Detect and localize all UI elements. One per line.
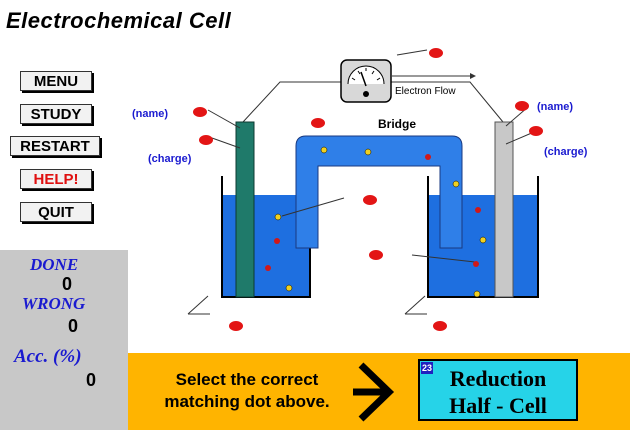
answer-dots[interactable] (193, 48, 543, 331)
electrochemical-cell-diagram: Electron Flow Bridge (name) (charge) (na… (132, 48, 588, 331)
left-name-label: (name) (132, 108, 168, 120)
done-label: DONE (30, 255, 79, 274)
stats-panel: DONE 0 WRONG 0 Acc. (%) 0 (0, 250, 128, 430)
quit-button[interactable]: QUIT (20, 202, 92, 222)
page-title: Electrochemical Cell (6, 8, 232, 33)
salt-bridge (295, 135, 463, 249)
menu-button[interactable]: MENU (20, 71, 92, 91)
answer-line-1: Reduction (449, 366, 547, 391)
dot-right-name[interactable] (515, 101, 529, 111)
prompt-line-2: matching dot above. (164, 392, 330, 411)
left-charge-label: (charge) (148, 153, 192, 165)
dot-left-charge[interactable] (199, 135, 213, 145)
dot-right-solution[interactable] (369, 250, 383, 260)
bottom-bar: Select the correct matching dot above. 2… (128, 353, 630, 430)
dot-left-solution[interactable] (363, 195, 377, 205)
galvanometer-needle (360, 71, 367, 87)
right-arrow-icon (353, 362, 395, 422)
dot-electron-flow[interactable] (429, 48, 443, 58)
question-number: 23 (421, 362, 433, 374)
accuracy-value: 0 (86, 370, 97, 390)
bridge-label: Bridge (378, 117, 416, 131)
dot-right-charge[interactable] (529, 126, 543, 136)
prompt-line-1: Select the correct (175, 370, 319, 389)
dot-left-name[interactable] (193, 107, 207, 117)
study-button[interactable]: STUDY (20, 104, 92, 124)
wrong-label: WRONG (22, 294, 86, 313)
wire-left (242, 81, 342, 123)
wire-right (388, 81, 504, 123)
particles (265, 146, 487, 298)
help-button[interactable]: HELP! (20, 169, 92, 189)
right-charge-label: (charge) (544, 146, 588, 158)
dot-left-half-cell[interactable] (229, 321, 243, 331)
prompt-text: Select the correct matching dot above. (142, 369, 352, 413)
dot-bridge[interactable] (311, 118, 325, 128)
wrong-value: 0 (68, 316, 79, 336)
answer-line-2: Half - Cell (449, 393, 547, 418)
accuracy-label: Acc. (%) (14, 346, 82, 367)
arrowhead-icon (470, 73, 476, 79)
dot-right-half-cell[interactable] (433, 321, 447, 331)
left-electrode (235, 121, 255, 298)
right-electrode (494, 121, 514, 298)
galvanometer-dial (347, 65, 385, 85)
answer-box: 23 Reduction Half - Cell (418, 359, 578, 421)
electron-flow-label: Electron Flow (395, 86, 456, 97)
right-beaker (427, 176, 539, 298)
done-value: 0 (62, 274, 73, 294)
right-name-label: (name) (537, 101, 573, 113)
restart-button[interactable]: RESTART (10, 136, 100, 156)
